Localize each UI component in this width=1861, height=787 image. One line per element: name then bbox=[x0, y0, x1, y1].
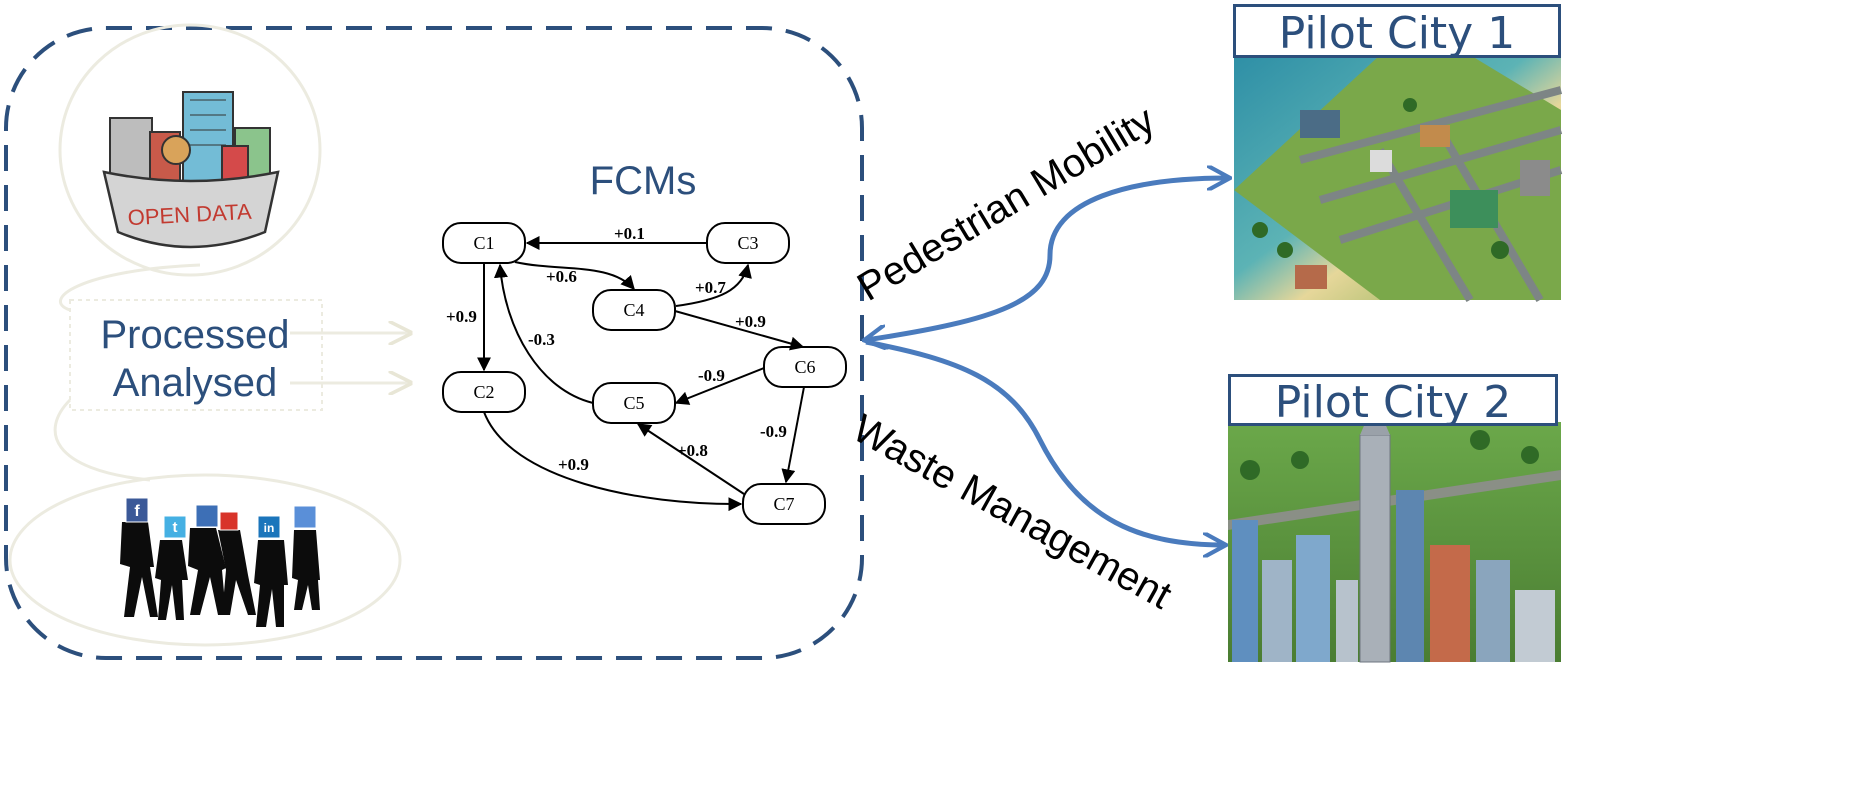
svg-text:C6: C6 bbox=[794, 357, 815, 377]
analysed-label: Analysed bbox=[113, 361, 278, 405]
edge-label-c3-c1: +0.1 bbox=[614, 224, 645, 243]
edge-c7-c5 bbox=[636, 423, 745, 495]
node-c7: C7 bbox=[742, 483, 826, 525]
edge-c1-c4 bbox=[514, 261, 635, 291]
fcm-graph: C1 C2 C3 C4 C5 C6 C7 bbox=[442, 222, 847, 525]
edge-label-c4-c3: +0.7 bbox=[695, 278, 726, 297]
edge-c4-c3 bbox=[675, 263, 752, 307]
arrow-to-pilot-city-1 bbox=[866, 178, 1228, 340]
edge-label-c7-c5: +0.8 bbox=[677, 441, 708, 460]
edge-c6-c7 bbox=[781, 386, 805, 484]
svg-text:C1: C1 bbox=[473, 233, 494, 253]
node-c5: C5 bbox=[592, 382, 676, 424]
svg-text:f: f bbox=[134, 503, 140, 520]
arrow-to-pilot-city-2 bbox=[865, 339, 1224, 545]
edge-c5-c1 bbox=[493, 263, 594, 404]
edge-label-c2-c7: +0.9 bbox=[558, 455, 589, 474]
edge-label-c1-c4: +0.6 bbox=[546, 267, 577, 286]
open-data-illustration: OPEN DATA bbox=[102, 91, 280, 249]
pilot-connection-arrows bbox=[866, 178, 1228, 545]
svg-text:C2: C2 bbox=[473, 382, 494, 402]
fcm-title: FCMs bbox=[590, 159, 697, 203]
edge-c6-c5 bbox=[674, 367, 765, 405]
waste-management-label: Waste Management bbox=[846, 406, 1179, 617]
fcm-container-border bbox=[4, 26, 864, 660]
edge-label-c4-c6: +0.9 bbox=[735, 312, 766, 331]
processed-label: Processed bbox=[101, 313, 290, 357]
faint-decoration bbox=[8, 23, 410, 647]
pilot-city-1-label: Pilot City 1 bbox=[1233, 4, 1561, 58]
pilot-city-1-image bbox=[1234, 55, 1563, 303]
edge-label-c6-c5: -0.9 bbox=[698, 366, 725, 385]
edge-c4-c6 bbox=[674, 310, 805, 351]
node-c2: C2 bbox=[442, 371, 526, 413]
edge-label-c6-c7: -0.9 bbox=[760, 422, 787, 441]
svg-text:in: in bbox=[264, 521, 275, 535]
svg-text:C3: C3 bbox=[737, 233, 758, 253]
pilot-city-2-image bbox=[1228, 400, 1561, 663]
node-c3: C3 bbox=[706, 222, 790, 264]
pilot-city-2-label: Pilot City 2 bbox=[1228, 374, 1558, 426]
node-c1: C1 bbox=[442, 222, 526, 264]
node-c6: C6 bbox=[763, 346, 847, 388]
svg-text:t: t bbox=[173, 519, 178, 536]
edge-label-c1-c2: +0.9 bbox=[446, 307, 477, 326]
svg-text:C7: C7 bbox=[773, 494, 794, 514]
edge-label-c5-c1: -0.3 bbox=[528, 330, 555, 349]
svg-text:C4: C4 bbox=[623, 300, 644, 320]
svg-text:C5: C5 bbox=[623, 393, 644, 413]
edge-c2-c7 bbox=[483, 411, 743, 512]
node-c4: C4 bbox=[592, 289, 676, 331]
social-crowd-illustration: f t in bbox=[120, 497, 320, 627]
pedestrian-mobility-label: Pedestrian Mobility bbox=[850, 98, 1162, 310]
